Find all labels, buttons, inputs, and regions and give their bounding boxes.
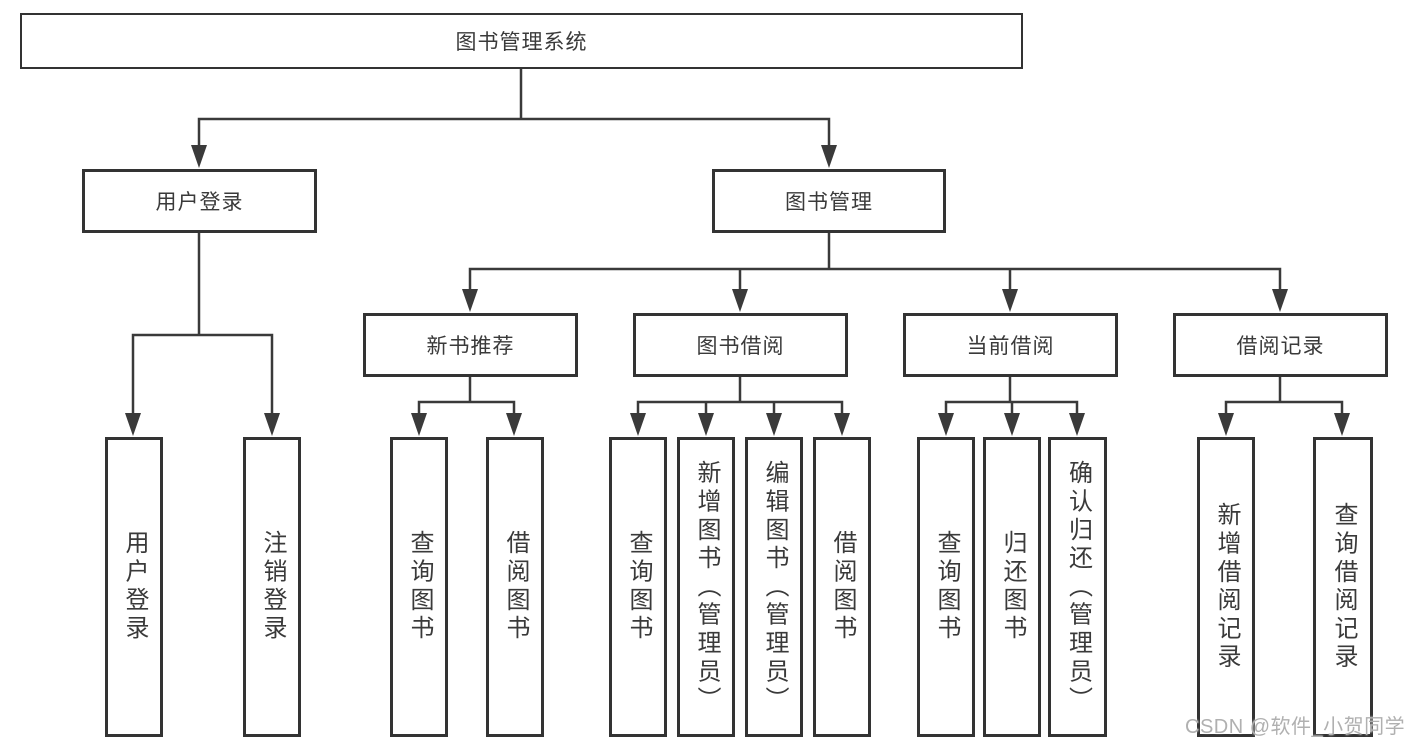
leaf-borrow-add-books-admin: 新增图书（管理员） [677, 437, 735, 737]
leaf-current-return-books: 归还图书 [983, 437, 1041, 737]
leaf-current-confirm-return-admin: 确认归还（管理员） [1048, 437, 1107, 737]
node-book-management-label: 图书管理 [785, 191, 873, 214]
node-borrow-records: 借阅记录 [1173, 313, 1388, 377]
leaf-user-login-label: 用户登录 [121, 530, 148, 644]
node-book-management: 图书管理 [712, 169, 946, 233]
leaf-records-query-record: 查询借阅记录 [1313, 437, 1373, 737]
leaf-logout: 注销登录 [243, 437, 301, 737]
leaf-newbook-query-books-label: 查询图书 [406, 530, 433, 644]
leaf-newbook-borrow-books-label: 借阅图书 [502, 530, 529, 644]
node-borrow-records-label: 借阅记录 [1236, 335, 1325, 358]
node-root-label: 图书管理系统 [455, 31, 588, 54]
node-current-borrow: 当前借阅 [903, 313, 1118, 377]
node-book-borrow-label: 图书借阅 [696, 335, 785, 358]
node-root: 图书管理系统 [20, 13, 1023, 69]
leaf-borrow-borrow-books: 借阅图书 [813, 437, 871, 737]
leaf-records-add-record: 新增借阅记录 [1197, 437, 1255, 737]
leaf-current-return-books-label: 归还图书 [999, 530, 1026, 644]
leaf-newbook-query-books: 查询图书 [390, 437, 448, 737]
leaf-borrow-query-books-label: 查询图书 [625, 530, 652, 644]
leaf-records-query-record-label: 查询借阅记录 [1330, 502, 1357, 672]
leaf-borrow-edit-books-admin: 编辑图书（管理员） [745, 437, 803, 737]
leaf-borrow-query-books: 查询图书 [609, 437, 667, 737]
node-new-book-recommend-label: 新书推荐 [426, 335, 515, 358]
leaf-borrow-borrow-books-label: 借阅图书 [829, 530, 856, 644]
node-user-login-label: 用户登录 [155, 191, 244, 214]
leaf-user-login: 用户登录 [105, 437, 163, 737]
node-new-book-recommend: 新书推荐 [363, 313, 578, 377]
node-book-borrow: 图书借阅 [633, 313, 848, 377]
leaf-borrow-add-books-admin-label: 新增图书（管理员） [693, 459, 720, 715]
node-current-borrow-label: 当前借阅 [966, 335, 1055, 358]
leaf-current-query-books-label: 查询图书 [933, 530, 960, 644]
watermark: CSDN @软件_小贺同学 [1185, 716, 1405, 738]
leaf-current-query-books: 查询图书 [917, 437, 975, 737]
leaf-records-add-record-label: 新增借阅记录 [1213, 502, 1240, 672]
leaf-current-confirm-return-admin-label: 确认归还（管理员） [1064, 459, 1092, 715]
node-user-login: 用户登录 [82, 169, 317, 233]
leaf-logout-label: 注销登录 [259, 530, 286, 644]
leaf-borrow-edit-books-admin-label: 编辑图书（管理员） [761, 459, 788, 715]
leaf-newbook-borrow-books: 借阅图书 [486, 437, 544, 737]
